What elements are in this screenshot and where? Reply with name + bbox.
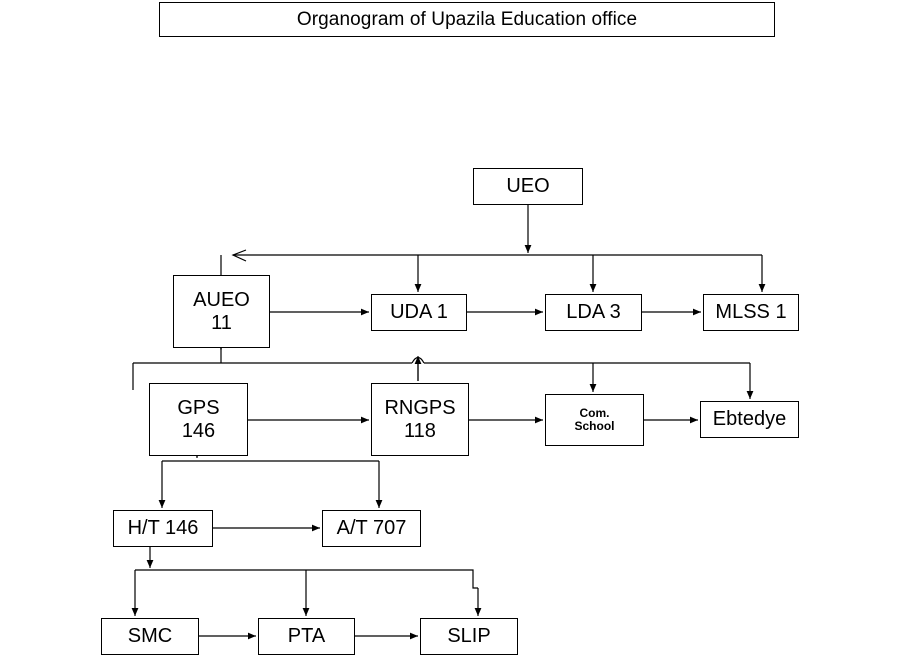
node-ebtedye-label-0: Ebtedye — [712, 408, 787, 431]
node-ht[interactable]: H/T 146 — [113, 510, 213, 547]
node-uda[interactable]: UDA 1 — [371, 294, 467, 331]
bus1-left-arrowhead — [231, 249, 247, 262]
node-ueo-label-0: UEO — [506, 175, 550, 198]
node-at[interactable]: A/T 707 — [322, 510, 421, 547]
node-comschool-label-1: School — [574, 419, 615, 433]
node-ebtedye[interactable]: Ebtedye — [700, 401, 799, 438]
node-aueo-label-1: 11 — [211, 311, 232, 334]
bus-line-4 — [135, 569, 478, 589]
node-comschool[interactable]: Com.School — [545, 394, 644, 446]
node-rngps-label-1: 118 — [404, 419, 436, 442]
node-gps-label-1: 146 — [181, 419, 216, 442]
node-slip-label-0: SLIP — [447, 625, 491, 648]
node-smc-label-0: SMC — [127, 625, 173, 648]
node-uda-label-0: UDA 1 — [390, 301, 448, 324]
node-comschool-label-0: Com. — [579, 405, 610, 420]
node-ht-label-0: H/T 146 — [127, 517, 199, 540]
node-at-label-0: A/T 707 — [336, 517, 407, 540]
node-pta-label-0: PTA — [287, 625, 326, 648]
node-aueo-label-0: AUEO — [193, 289, 250, 312]
node-ueo[interactable]: UEO — [473, 168, 583, 205]
diagram-title-box: Organogram of Upazila Education office — [159, 2, 775, 37]
node-pta[interactable]: PTA — [258, 618, 355, 655]
node-mlss-label-0: MLSS 1 — [715, 301, 787, 324]
node-lda-label-0: LDA 3 — [566, 301, 621, 324]
node-smc[interactable]: SMC — [101, 618, 199, 655]
node-mlss[interactable]: MLSS 1 — [703, 294, 799, 331]
node-lda[interactable]: LDA 3 — [545, 294, 642, 331]
node-rngps-label-0: RNGPS — [384, 397, 456, 420]
diagram-title-text: Organogram of Upazila Education office — [296, 8, 638, 30]
node-slip[interactable]: SLIP — [420, 618, 518, 655]
node-gps-label-0: GPS — [177, 397, 220, 420]
